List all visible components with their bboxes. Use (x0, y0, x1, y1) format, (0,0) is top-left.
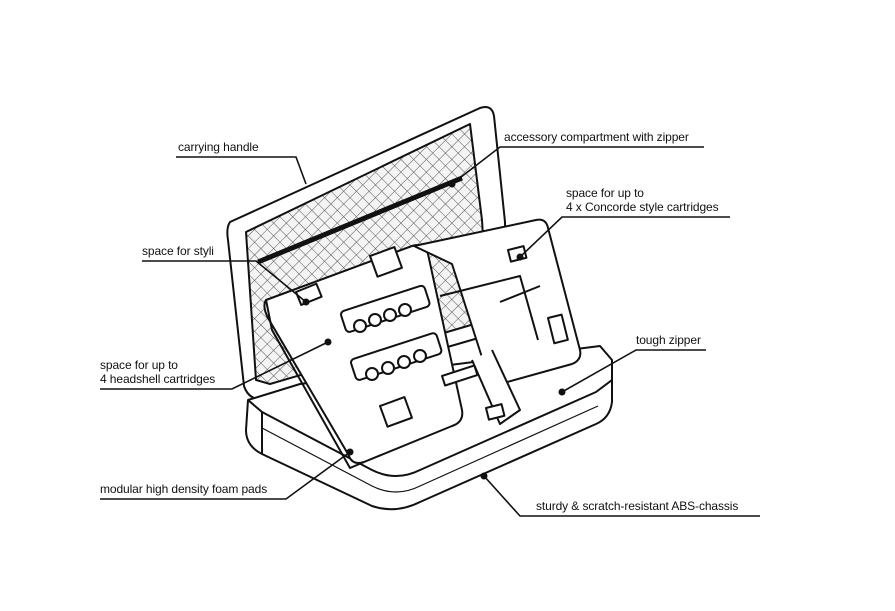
leader-headshells (100, 341, 329, 390)
label-headshell-line2: 4 headshell cartridges (100, 372, 216, 386)
accessory-zipper-strip (257, 175, 463, 265)
label-foam-pads: modular high density foam pads (100, 482, 268, 496)
leader-lines (100, 146, 760, 517)
label-tough-zipper: tough zipper (636, 333, 701, 347)
stylus-slot (379, 396, 413, 428)
leader-accessory (451, 146, 704, 185)
leader-styli (142, 260, 307, 303)
concorde-slot (547, 313, 569, 345)
leader-concorde (519, 216, 730, 258)
leader-carrying-handle (176, 156, 307, 185)
label-concorde-line2: 4 x Concorde style cartridges (566, 200, 719, 214)
label-headshell-line1: space for up to (100, 358, 178, 372)
leader-abs (483, 475, 760, 517)
label-styli: space for styli (142, 244, 214, 258)
leader-tough-zipper (561, 349, 706, 393)
label-accessory-compartment: accessory compartment with zipper (504, 130, 689, 144)
label-abs-chassis: sturdy & scratch-resistant ABS-chassis (536, 499, 739, 513)
label-concorde-line1: space for up to (566, 186, 644, 200)
leader-dots (302, 180, 566, 480)
stylus-slot (369, 246, 403, 278)
label-carrying-handle: carrying handle (178, 140, 259, 154)
leader-foam (100, 451, 351, 500)
